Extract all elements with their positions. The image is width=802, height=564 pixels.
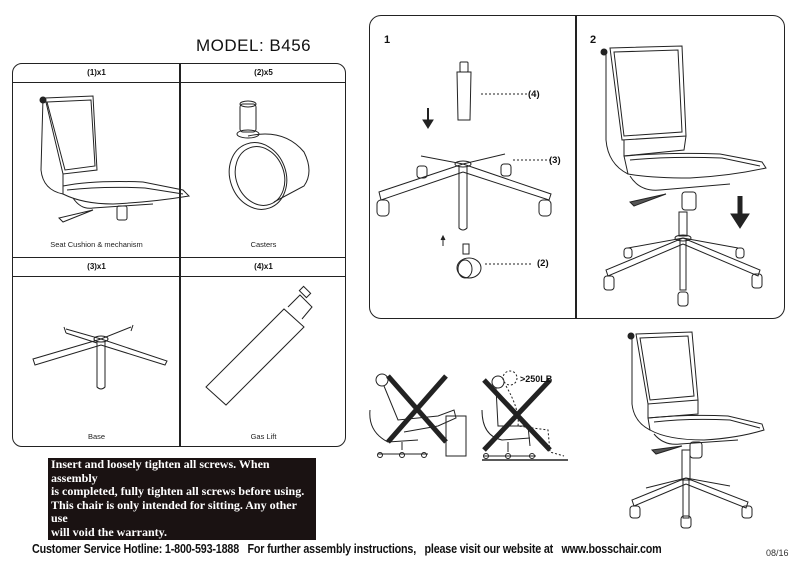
- revision-date: 08/16: [766, 548, 789, 558]
- warning-line: is completed, fully tighten all screws b…: [51, 484, 305, 499]
- weight-limit-label: >250LB: [520, 374, 553, 384]
- grid-divider: [179, 64, 181, 446]
- seat-mechanism-icon: [33, 90, 173, 230]
- part-cell-base: (3)x1 Base: [13, 257, 180, 446]
- part-caption: Seat Cushion & mechanism: [50, 240, 143, 249]
- base-icon: [31, 321, 171, 391]
- part-heading: (3)x1: [13, 257, 180, 277]
- caster-icon: [224, 102, 314, 222]
- step-1-number: 1: [384, 34, 391, 46]
- part-caption: Casters: [250, 240, 277, 249]
- part-cell-casters: (2)x5 Casters: [180, 64, 345, 257]
- base-assembly-icon: [375, 60, 575, 290]
- assembled-chair-icon: [628, 330, 768, 528]
- warning-notice: Insert and loosely tighten all screws. W…: [48, 457, 316, 540]
- warning-line: This chair is only intended for sitting.…: [51, 497, 297, 526]
- part-caption: Gas Lift: [250, 432, 277, 441]
- gas-lift-icon: [204, 297, 314, 407]
- part-caption: Base: [87, 432, 106, 441]
- part-cell-seat: (1)x1 Seat Cushion & mechanism: [13, 64, 180, 257]
- model-title: MODEL: B456: [196, 36, 312, 55]
- no-leaning-back-icon: [368, 370, 468, 460]
- callout-gas-lift: (4): [528, 89, 540, 100]
- part-heading: (4)x1: [180, 257, 345, 277]
- callout-base: (3): [549, 155, 561, 166]
- seat-onto-base-icon: [600, 44, 770, 306]
- warning-line: will void the warranty.: [51, 524, 167, 539]
- assembly-steps: [369, 15, 785, 319]
- no-overweight-icon: [480, 370, 570, 462]
- part-cell-gas-lift: (4)x1 Gas Lift: [180, 257, 345, 446]
- step-divider: [575, 15, 577, 319]
- part-heading: (2)x5: [180, 64, 345, 83]
- part-heading: (1)x1: [13, 64, 180, 83]
- callout-caster: (2): [537, 258, 549, 269]
- step-2-number: 2: [590, 34, 597, 46]
- customer-service-footer: Customer Service Hotline: 1-800-593-1888…: [32, 542, 662, 556]
- warning-line: Insert and loosely tighten all screws. W…: [51, 457, 270, 485]
- parts-list: (1)x1 Seat Cushion & mechanism (2)x5: [12, 63, 346, 447]
